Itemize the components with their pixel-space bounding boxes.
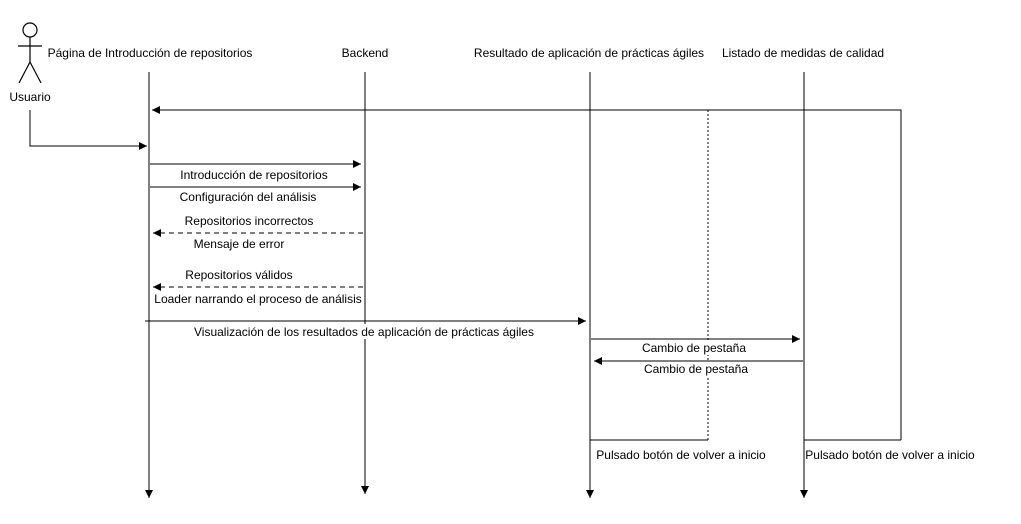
lifeline-header-backend: Backend (342, 46, 389, 60)
lifeline-header-results: Resultado de aplicación de prácticas ági… (474, 46, 704, 60)
msg-repos-ok-label: Repositorios válidos (185, 268, 292, 282)
msg-visualization-label: Visualización de los resultados de aplic… (194, 325, 534, 339)
actor-usuario: Usuario (9, 22, 51, 104)
msg-intro-repos-label: Introducción de repositorios (180, 168, 327, 182)
msg-config-label: Configuración del análisis (180, 190, 317, 204)
msg-repos-bad-label: Repositorios incorrectos (185, 214, 314, 228)
actor-label: Usuario (9, 90, 51, 104)
return-to-intro-arrow (152, 106, 902, 440)
msg-tab-change-2-label: Cambio de pestaña (644, 362, 748, 376)
msg-loader-label: Loader narrando el proceso de análisis (154, 292, 361, 306)
back-quality-label: Pulsado botón de volver a inicio (805, 448, 975, 462)
actor-to-intro-arrow (29, 110, 147, 150)
msg-tab-change-1-label: Cambio de pestaña (642, 341, 746, 355)
back-results-label: Pulsado botón de volver a inicio (596, 448, 766, 462)
lifeline-header-quality: Listado de medidas de calidad (722, 46, 884, 60)
lifeline-header-intro: Página de Introducción de repositorios (48, 46, 253, 60)
stick-figure-icon (18, 22, 42, 84)
msg-error-label: Mensaje de error (194, 237, 285, 251)
